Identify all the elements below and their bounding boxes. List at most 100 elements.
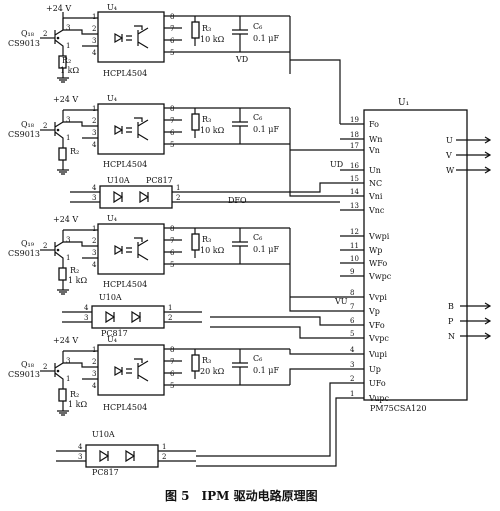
opto-transistor: [134, 117, 149, 141]
junction-dot: [56, 248, 60, 252]
pin-number: 3: [78, 453, 82, 461]
pin-name: UFo: [369, 379, 386, 388]
pin-number: 8: [170, 346, 174, 354]
signal-dfo: DFO: [228, 196, 247, 205]
pin-number: 2: [162, 453, 166, 461]
capacitor-value: 0.1 μF: [253, 245, 279, 254]
pin-number: 4: [92, 184, 97, 192]
pc817-body: [91, 305, 165, 329]
pc817-leads: [56, 450, 196, 462]
junction-dot: [56, 36, 60, 40]
opto-led: [114, 244, 124, 256]
pin-number: 3: [92, 370, 96, 378]
input-wires: [63, 17, 98, 47]
pc817-detector: [125, 449, 136, 463]
resistor-value: 20 kΩ: [200, 367, 225, 376]
vcc-label: +24 V: [53, 95, 78, 104]
signal-vd: VD: [235, 55, 248, 64]
opto-transistor: [134, 358, 149, 382]
pin-number: 4: [92, 141, 97, 149]
pin-number: 7: [170, 358, 174, 366]
resistor-value: 1 kΩ: [60, 66, 79, 75]
resistor-r3: [191, 113, 200, 131]
vcc-label: +24 V: [53, 215, 78, 224]
hcpl-body: [97, 11, 165, 63]
pin-number: 3: [92, 194, 96, 202]
transistor-symbol: [54, 18, 64, 56]
optocoupler-ref: U10A: [99, 293, 122, 302]
pin-number: 3: [66, 116, 70, 124]
transistor-part: CS9013: [8, 39, 40, 48]
pin-number: 16: [350, 162, 359, 170]
resistor-r3: [191, 233, 200, 251]
pin-number: 7: [350, 303, 354, 311]
optocoupler-ref: U₄: [107, 335, 117, 344]
transistor-part: CS9013: [8, 130, 40, 139]
resistor-r2: [58, 267, 67, 281]
pin-number: 2: [176, 194, 180, 202]
pin-number: 1: [92, 13, 96, 21]
capacitor-value: 0.1 μF: [253, 366, 279, 375]
ground-symbol: [57, 401, 69, 416]
pin-number: 9: [350, 268, 354, 276]
optocoupler-part: HCPL4504: [103, 69, 147, 78]
pin-number: 4: [92, 261, 97, 269]
pin-number: 6: [170, 129, 175, 137]
pin-name: Wn: [369, 135, 382, 144]
pin-name: WFo: [369, 259, 387, 268]
capacitor-value: 0.1 μF: [253, 125, 279, 134]
pc817-leads: [62, 311, 202, 323]
pin-number: 5: [170, 382, 174, 390]
pin-number: 2: [43, 122, 47, 130]
pin-name: Vp: [368, 307, 380, 316]
opto-led: [114, 32, 124, 44]
wire-vd: [289, 16, 341, 124]
resistor-ref: R₃: [202, 356, 211, 365]
hcpl-body: [97, 223, 165, 275]
opto-light: [126, 127, 132, 133]
ground-symbol: [57, 68, 69, 83]
pin-name: Vnc: [368, 206, 385, 215]
opto-led: [114, 124, 124, 136]
pc817-leads: [70, 191, 210, 203]
transistor-symbol: [54, 110, 64, 148]
pin-number: 3: [350, 361, 354, 369]
pin-number: 5: [170, 141, 174, 149]
pin-name: Vvpi: [368, 293, 387, 302]
optocoupler-ref: U10A: [107, 176, 130, 185]
pin-number: 1: [92, 346, 96, 354]
pin-number: 7: [170, 117, 174, 125]
pin-number: 3: [66, 236, 70, 244]
capacitor-ref: C₆: [253, 113, 262, 122]
pin-number: 6: [350, 317, 355, 325]
opto-transistor: [134, 237, 149, 261]
opto-led: [114, 365, 124, 377]
pin-number: 13: [350, 202, 359, 210]
pin-number: 15: [350, 175, 359, 183]
vcc-label: +24 V: [53, 336, 78, 345]
pin-name: Wp: [369, 246, 382, 255]
hcpl-body: [97, 103, 165, 155]
rail-wires: [195, 15, 290, 53]
pin-number: 11: [350, 242, 359, 250]
capacitor-value: 0.1 μF: [253, 34, 279, 43]
optocoupler-part: HCPL4504: [103, 160, 147, 169]
hcpl-output-wires: [164, 107, 195, 145]
capacitor-ref: C₆: [253, 22, 262, 31]
pin-name: Vn: [368, 146, 380, 155]
resistor-value: 1 kΩ: [68, 276, 87, 285]
pin-number: 2: [350, 375, 354, 383]
ipm-ref: U₁: [398, 98, 409, 108]
